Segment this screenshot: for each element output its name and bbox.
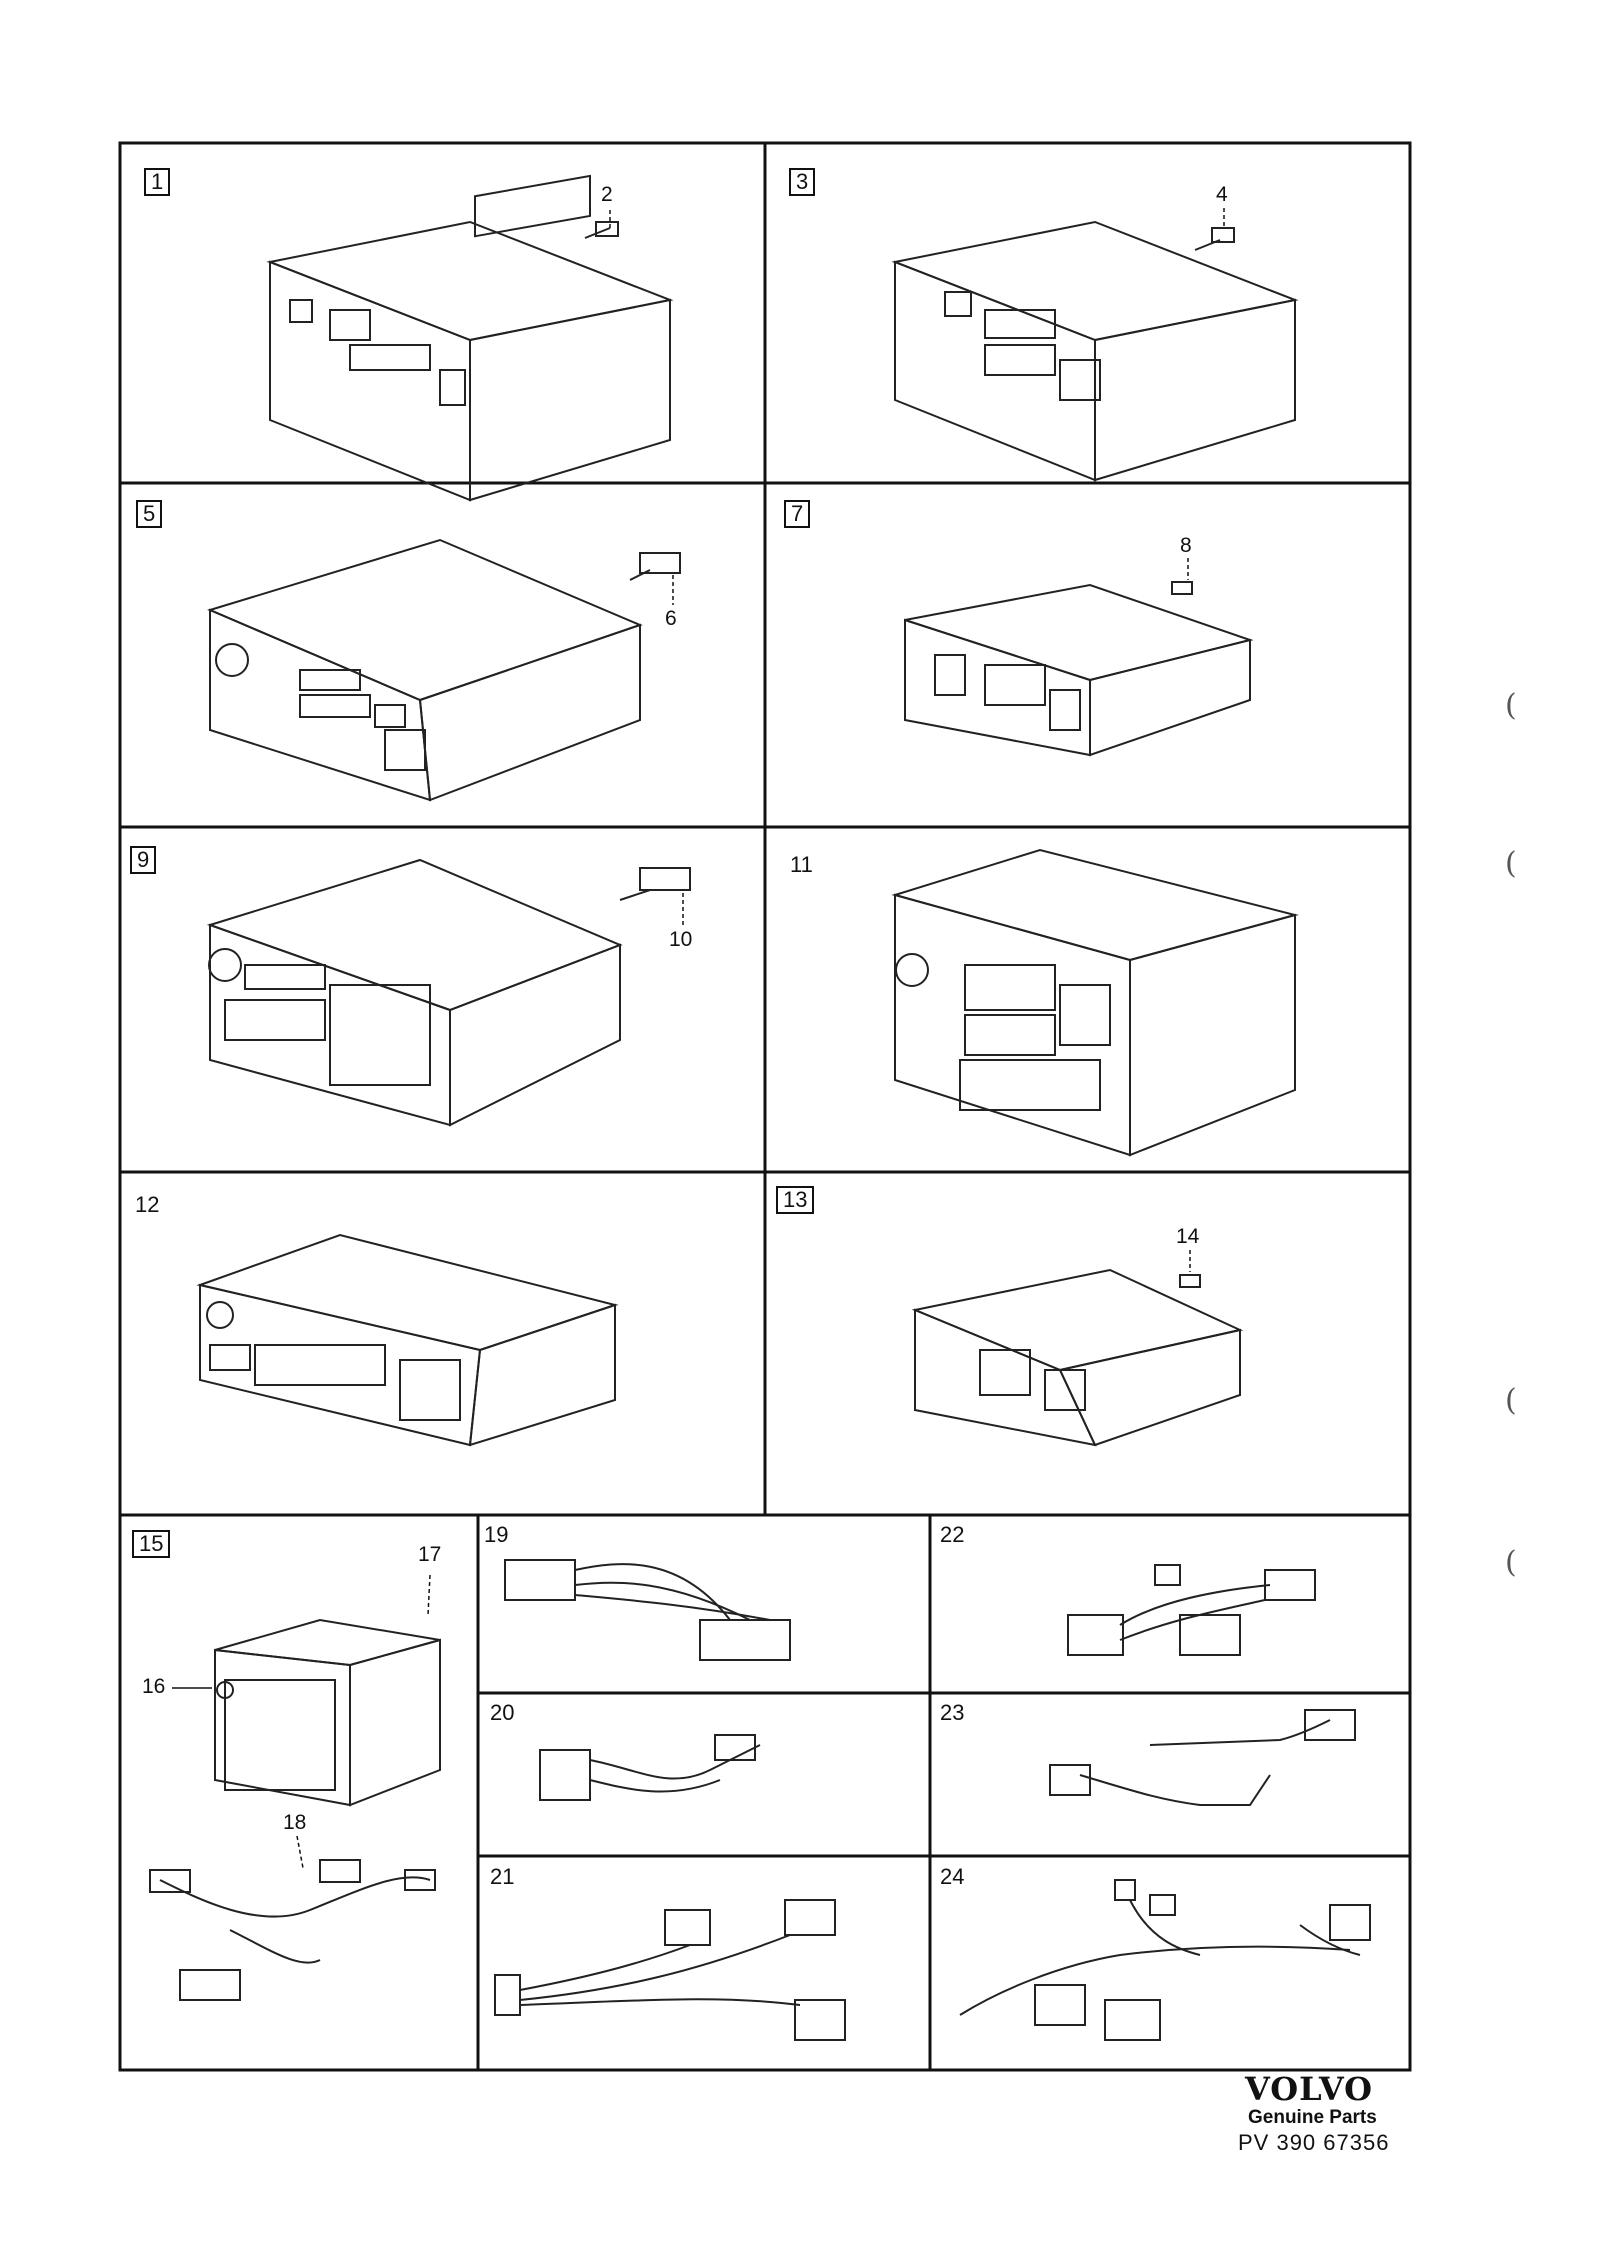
callout-4: 4: [1216, 183, 1228, 206]
margin-mark: (: [1505, 1545, 1517, 1580]
radio-drawings: [149, 174, 1371, 2041]
callout-6: 6: [665, 607, 677, 630]
radio-unit-11: [891, 848, 1299, 1157]
margin-mark: (: [1505, 1383, 1517, 1418]
harness-20: [539, 1734, 761, 1801]
panel-label-7: 7: [784, 500, 811, 528]
harness-24: [959, 1879, 1371, 2041]
brand-logo: VOLVO: [1245, 2070, 1373, 2108]
radio-unit-7: [904, 581, 1254, 757]
panel-label-9: 9: [130, 846, 157, 874]
panel-label-20: 20: [490, 1700, 515, 1725]
panel-label-5: 5: [136, 500, 163, 528]
harness-22: [1067, 1564, 1316, 1656]
callout-14: 14: [1176, 1225, 1200, 1248]
margin-mark: (: [1505, 846, 1517, 881]
panel-label-15: 15: [132, 1530, 171, 1558]
panel-label-21: 21: [490, 1864, 515, 1889]
callout-10: 10: [669, 928, 693, 951]
radio-unit-1: [266, 174, 674, 502]
callout-16: 16: [142, 1675, 166, 1698]
harness-19: [504, 1559, 791, 1661]
harness-23: [1049, 1709, 1356, 1806]
panel-label-13: 13: [776, 1186, 815, 1214]
panel-label-24: 24: [940, 1864, 965, 1889]
callout-18: 18: [283, 1811, 307, 1834]
callout-17: 17: [418, 1543, 442, 1566]
panel-label-23: 23: [940, 1700, 965, 1725]
radio-unit-12: [196, 1233, 619, 1447]
panel-label-19: 19: [484, 1522, 509, 1547]
callout-2: 2: [601, 183, 613, 206]
part-number: PV 390 67356: [1238, 2130, 1390, 2155]
callout-8: 8: [1180, 534, 1192, 557]
panel-label-12: 12: [135, 1192, 160, 1217]
panel-label-11: 11: [790, 852, 813, 877]
radio-unit-5: [207, 538, 681, 802]
panel-label-3: 3: [789, 168, 816, 196]
margin-mark: (: [1505, 688, 1517, 723]
radio-unit-15: [149, 1618, 441, 2001]
panel-label-1: 1: [144, 168, 171, 196]
radio-unit-13: [911, 1268, 1244, 1447]
panel-label-22: 22: [940, 1522, 965, 1547]
radio-unit-9: [206, 858, 691, 1127]
radio-unit-3: [891, 220, 1299, 482]
brand-subtitle: Genuine Parts: [1248, 2107, 1377, 2128]
harness-21: [494, 1899, 846, 2041]
